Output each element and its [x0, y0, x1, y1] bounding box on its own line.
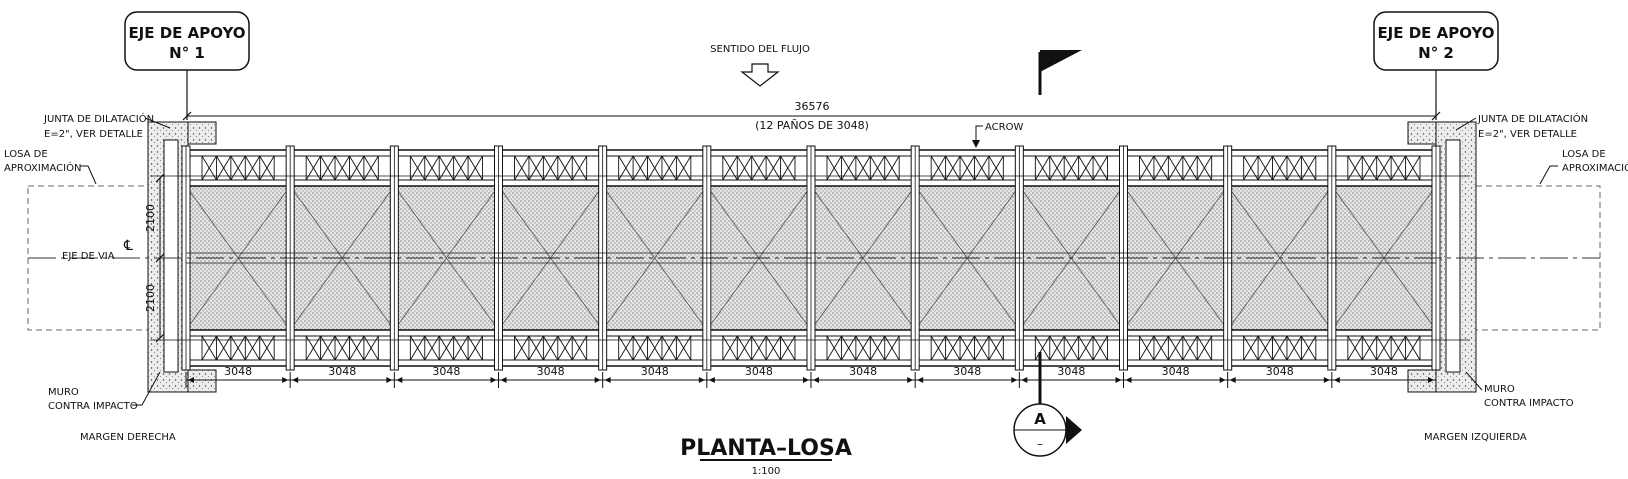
dimension-arrow: [282, 377, 289, 383]
half-width-top: 2100: [144, 204, 157, 232]
panel-length-label: 3048: [641, 365, 669, 378]
support-axis-right-line1: EJE DE APOYO: [1377, 24, 1494, 42]
dimension-arrow: [1115, 377, 1122, 383]
wall-label-left-1: MURO: [48, 387, 79, 398]
wall-label-right-1: MURO: [1484, 384, 1515, 395]
support-axis-right-tag: EJE DE APOYO N° 2: [1373, 11, 1499, 120]
drawing-title: PLANTA–LOSA: [680, 436, 852, 461]
approach-slab-left-label-2: APROXIMACIÓN: [4, 161, 81, 174]
approach-slab-left-label-1: LOSA DE: [4, 149, 48, 160]
panel-length-label: 3048: [224, 365, 252, 378]
dimension-arrow: [813, 377, 819, 383]
dimension-arrow: [500, 377, 507, 383]
support-axis-left-line1: EJE DE APOYO: [128, 24, 245, 42]
dimension-arrow: [604, 377, 611, 383]
panel-length-label: 3048: [432, 365, 460, 378]
dimension-arrow: [1333, 377, 1340, 383]
approach-slab-right-label-1: LOSA DE: [1562, 149, 1606, 160]
panel-length-label: 3048: [537, 365, 565, 378]
panel-length-label: 3048: [953, 365, 981, 378]
dimension-arrow: [490, 377, 497, 383]
joint-label-left-2: E=2", VER DETALLE: [44, 129, 143, 140]
wall-label-left-2: CONTRA IMPACTO: [48, 401, 138, 412]
dimension-arrow: [594, 377, 601, 383]
dimension-arrow: [1219, 377, 1226, 383]
dimension-arrow: [292, 377, 299, 383]
dimension-arrow: [1021, 377, 1028, 383]
panel-length-label: 3048: [328, 365, 356, 378]
dimension-arrow: [1428, 377, 1434, 383]
acrow-label: ACROW: [985, 122, 1023, 133]
dimension-arrow: [396, 377, 403, 383]
support-axis-right-line2: N° 2: [1418, 44, 1454, 62]
dimension-arrow: [708, 377, 715, 383]
dimension-arrow: [1125, 377, 1132, 383]
approach-slab-right-label-2: APROXIMACIÓN: [1562, 161, 1628, 174]
margin-right-label: MARGEN IZQUIERDA: [1424, 432, 1527, 443]
panel-length-label: 3048: [1162, 365, 1190, 378]
section-marker-a: A –: [1013, 352, 1082, 457]
panel-dimension-chain: 3048 3048 3048 3048 3048 3048 3048 3048 3048 3048…: [185, 365, 1437, 388]
road-axis-label: EJE DE VIA: [62, 251, 115, 262]
panel-length-label: 3048: [1057, 365, 1085, 378]
dimension-arrow: [1229, 377, 1236, 383]
margin-left-label: MARGEN DERECHA: [80, 432, 176, 443]
drawing-scale: 1:100: [752, 466, 781, 477]
overall-dimension: 36576 (12 PAÑOS DE 3048): [182, 100, 1441, 132]
section-sub: –: [1037, 437, 1043, 451]
flow-direction-arrow: [740, 63, 780, 87]
dimension-arrow: [1011, 377, 1018, 383]
dimension-arrow: [386, 377, 393, 383]
deck-panel: [1123, 155, 1228, 361]
wall-label-right-2: CONTRA IMPACTO: [1484, 398, 1574, 409]
dimension-arrow: [1323, 377, 1330, 383]
support-axis-left-tag: EJE DE APOYO N° 1: [124, 11, 250, 120]
half-width-dimensions: 2100 2100: [144, 173, 165, 343]
abutment-right: [1407, 121, 1477, 393]
north-flag-icon: [1038, 50, 1082, 95]
dimension-arrow: [907, 377, 914, 383]
joint-label-right-2: E=2", VER DETALLE: [1478, 129, 1577, 140]
half-width-bottom: 2100: [144, 284, 157, 312]
dimension-arrow: [917, 377, 924, 383]
overall-length: 36576: [795, 100, 830, 113]
centerline-icon: ℄: [123, 238, 133, 254]
acrow-callout: ACROW: [972, 122, 1023, 148]
panel-length-label: 3048: [1266, 365, 1294, 378]
joint-label-right-1: JUNTA DE DILATACIÓN: [1477, 112, 1588, 125]
dimension-arrow: [188, 377, 194, 383]
joint-label-left-1: JUNTA DE DILATACIÓN: [43, 112, 154, 125]
panel-length-label: 3048: [849, 365, 877, 378]
panel-length-label: 3048: [1370, 365, 1398, 378]
panels-note: (12 PAÑOS DE 3048): [755, 119, 869, 132]
panel-length-label: 3048: [745, 365, 773, 378]
flow-direction-label: SENTIDO DEL FLUJO: [710, 44, 810, 55]
support-axis-left-line2: N° 1: [169, 44, 205, 62]
abutment-left: [147, 121, 217, 393]
dimension-arrow: [803, 377, 809, 383]
dimension-arrow: [698, 377, 705, 383]
section-letter: A: [1034, 410, 1046, 428]
